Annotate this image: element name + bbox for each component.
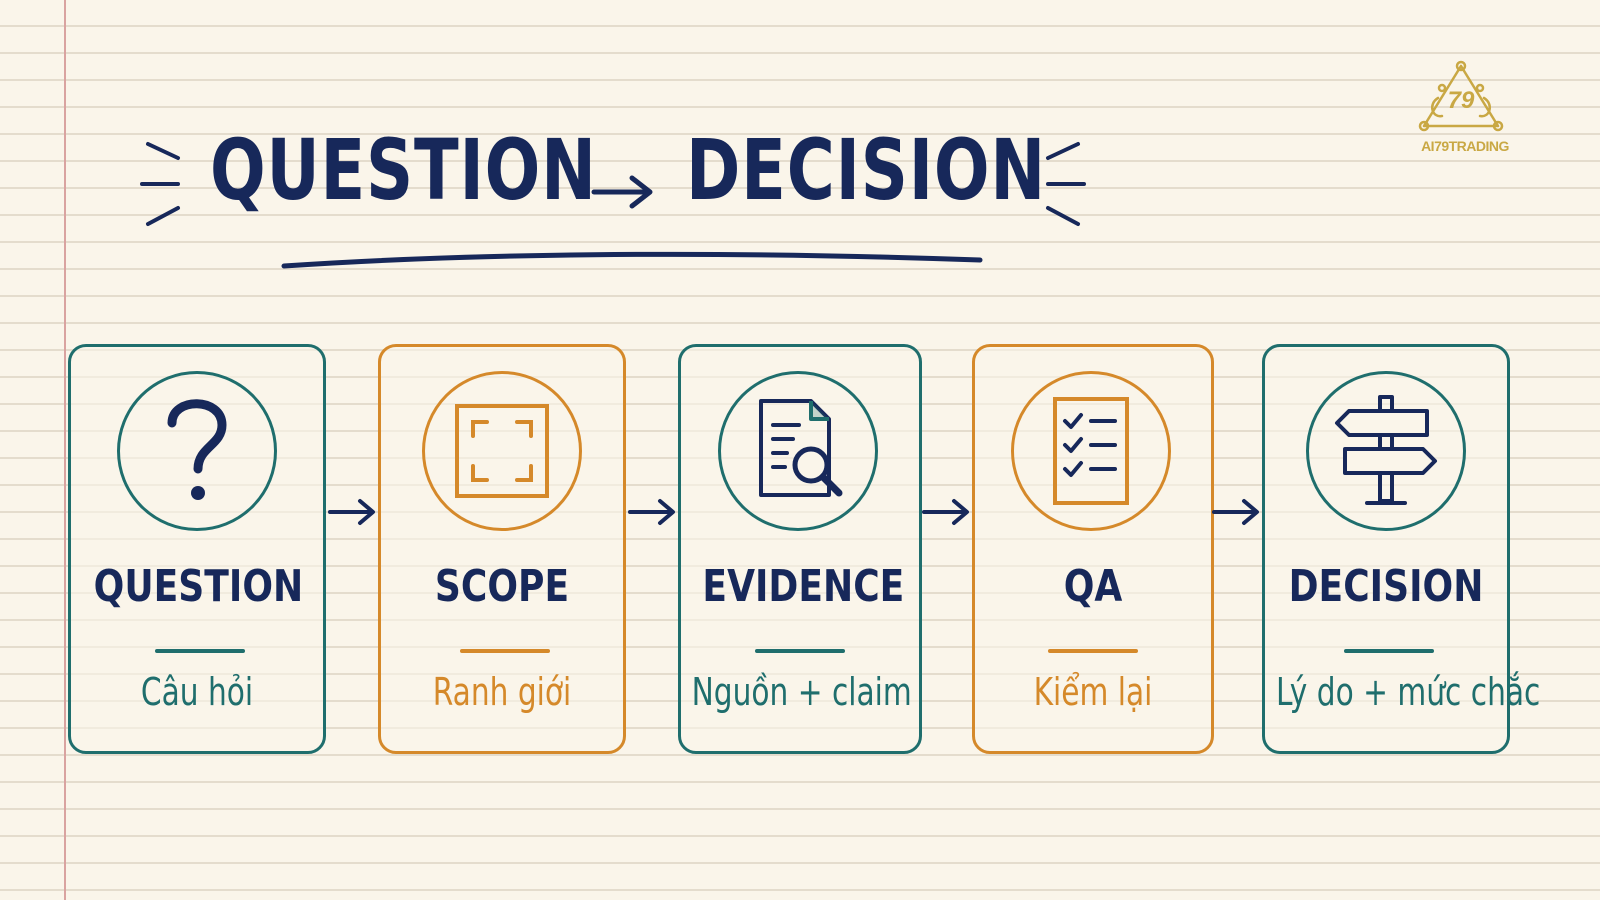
step-card-decision: DECISION Lý do + mức chắc	[1262, 344, 1541, 754]
flow-arrow-icon	[1212, 499, 1259, 525]
title-question: QUESTION	[210, 121, 597, 219]
step-title: EVIDENCE	[702, 561, 905, 612]
icon-circle	[718, 371, 878, 531]
step-subtitle: Nguồn + claim	[691, 670, 912, 714]
step-card-evidence: EVIDENCE Nguồn + claim	[678, 344, 922, 754]
logo-text: AI79TRADING	[1421, 138, 1509, 154]
icon-circle	[117, 371, 277, 531]
step-subtitle: Lý do + mức chắc	[1276, 670, 1541, 714]
signpost-icon	[1335, 395, 1437, 505]
left-emphasis-marks	[140, 142, 180, 226]
checklist-icon	[1053, 397, 1129, 505]
step-card-question: QUESTION Câu hỏi	[68, 344, 326, 754]
ai79trading-logo: 79	[1418, 60, 1504, 132]
icon-circle	[422, 371, 582, 531]
title-underline	[281, 251, 983, 269]
step-subtitle: Kiểm lại	[1033, 670, 1153, 714]
notebook-margin-line	[64, 0, 66, 900]
title-decision: DECISION	[686, 121, 1046, 219]
step-divider	[155, 649, 245, 653]
step-card-scope: SCOPE Ranh giới	[378, 344, 626, 754]
step-subtitle: Ranh giới	[432, 670, 572, 714]
step-title: DECISION	[1288, 561, 1484, 612]
document-magnifier-icon	[759, 399, 843, 497]
logo-number: 79	[1448, 87, 1475, 114]
title-arrow-icon	[591, 175, 653, 209]
step-divider	[460, 649, 550, 653]
step-subtitle: Câu hỏi	[140, 670, 254, 714]
icon-circle	[1011, 371, 1171, 531]
flow-arrow-icon	[922, 499, 969, 525]
step-card-qa: QA Kiểm lại	[972, 344, 1214, 754]
flow-arrow-icon	[328, 499, 375, 525]
frame-brackets-icon	[455, 404, 549, 498]
step-divider	[1344, 649, 1434, 653]
step-title: SCOPE	[434, 561, 570, 612]
diagram-title: QUESTION DECISION	[0, 0, 1600, 300]
step-divider	[1048, 649, 1138, 653]
step-title: QUESTION	[93, 561, 304, 612]
flow-arrow-icon	[628, 499, 675, 525]
step-divider	[755, 649, 845, 653]
step-title: QA	[1063, 561, 1123, 612]
right-emphasis-marks	[1046, 142, 1086, 226]
question-mark-icon	[167, 399, 227, 500]
icon-circle	[1306, 371, 1466, 531]
